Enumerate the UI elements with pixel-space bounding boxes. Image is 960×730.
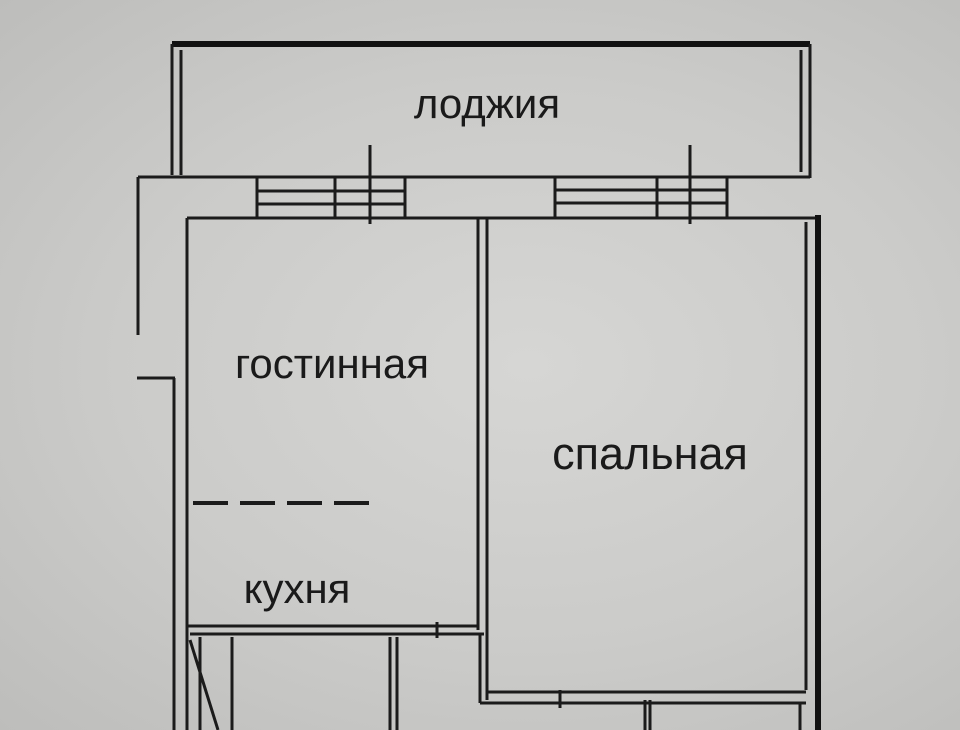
room-label-living-room: гостинная [235, 340, 429, 387]
room-label-loggia: лоджия [413, 80, 561, 127]
interior-walls [187, 218, 806, 730]
loggia-walls [170, 41, 812, 178]
window-left [255, 145, 407, 224]
wall-segment [403, 175, 557, 220]
window-right [553, 145, 729, 224]
room-label-kitchen: кухня [243, 565, 351, 612]
room-label-bedroom: спальная [552, 428, 748, 479]
